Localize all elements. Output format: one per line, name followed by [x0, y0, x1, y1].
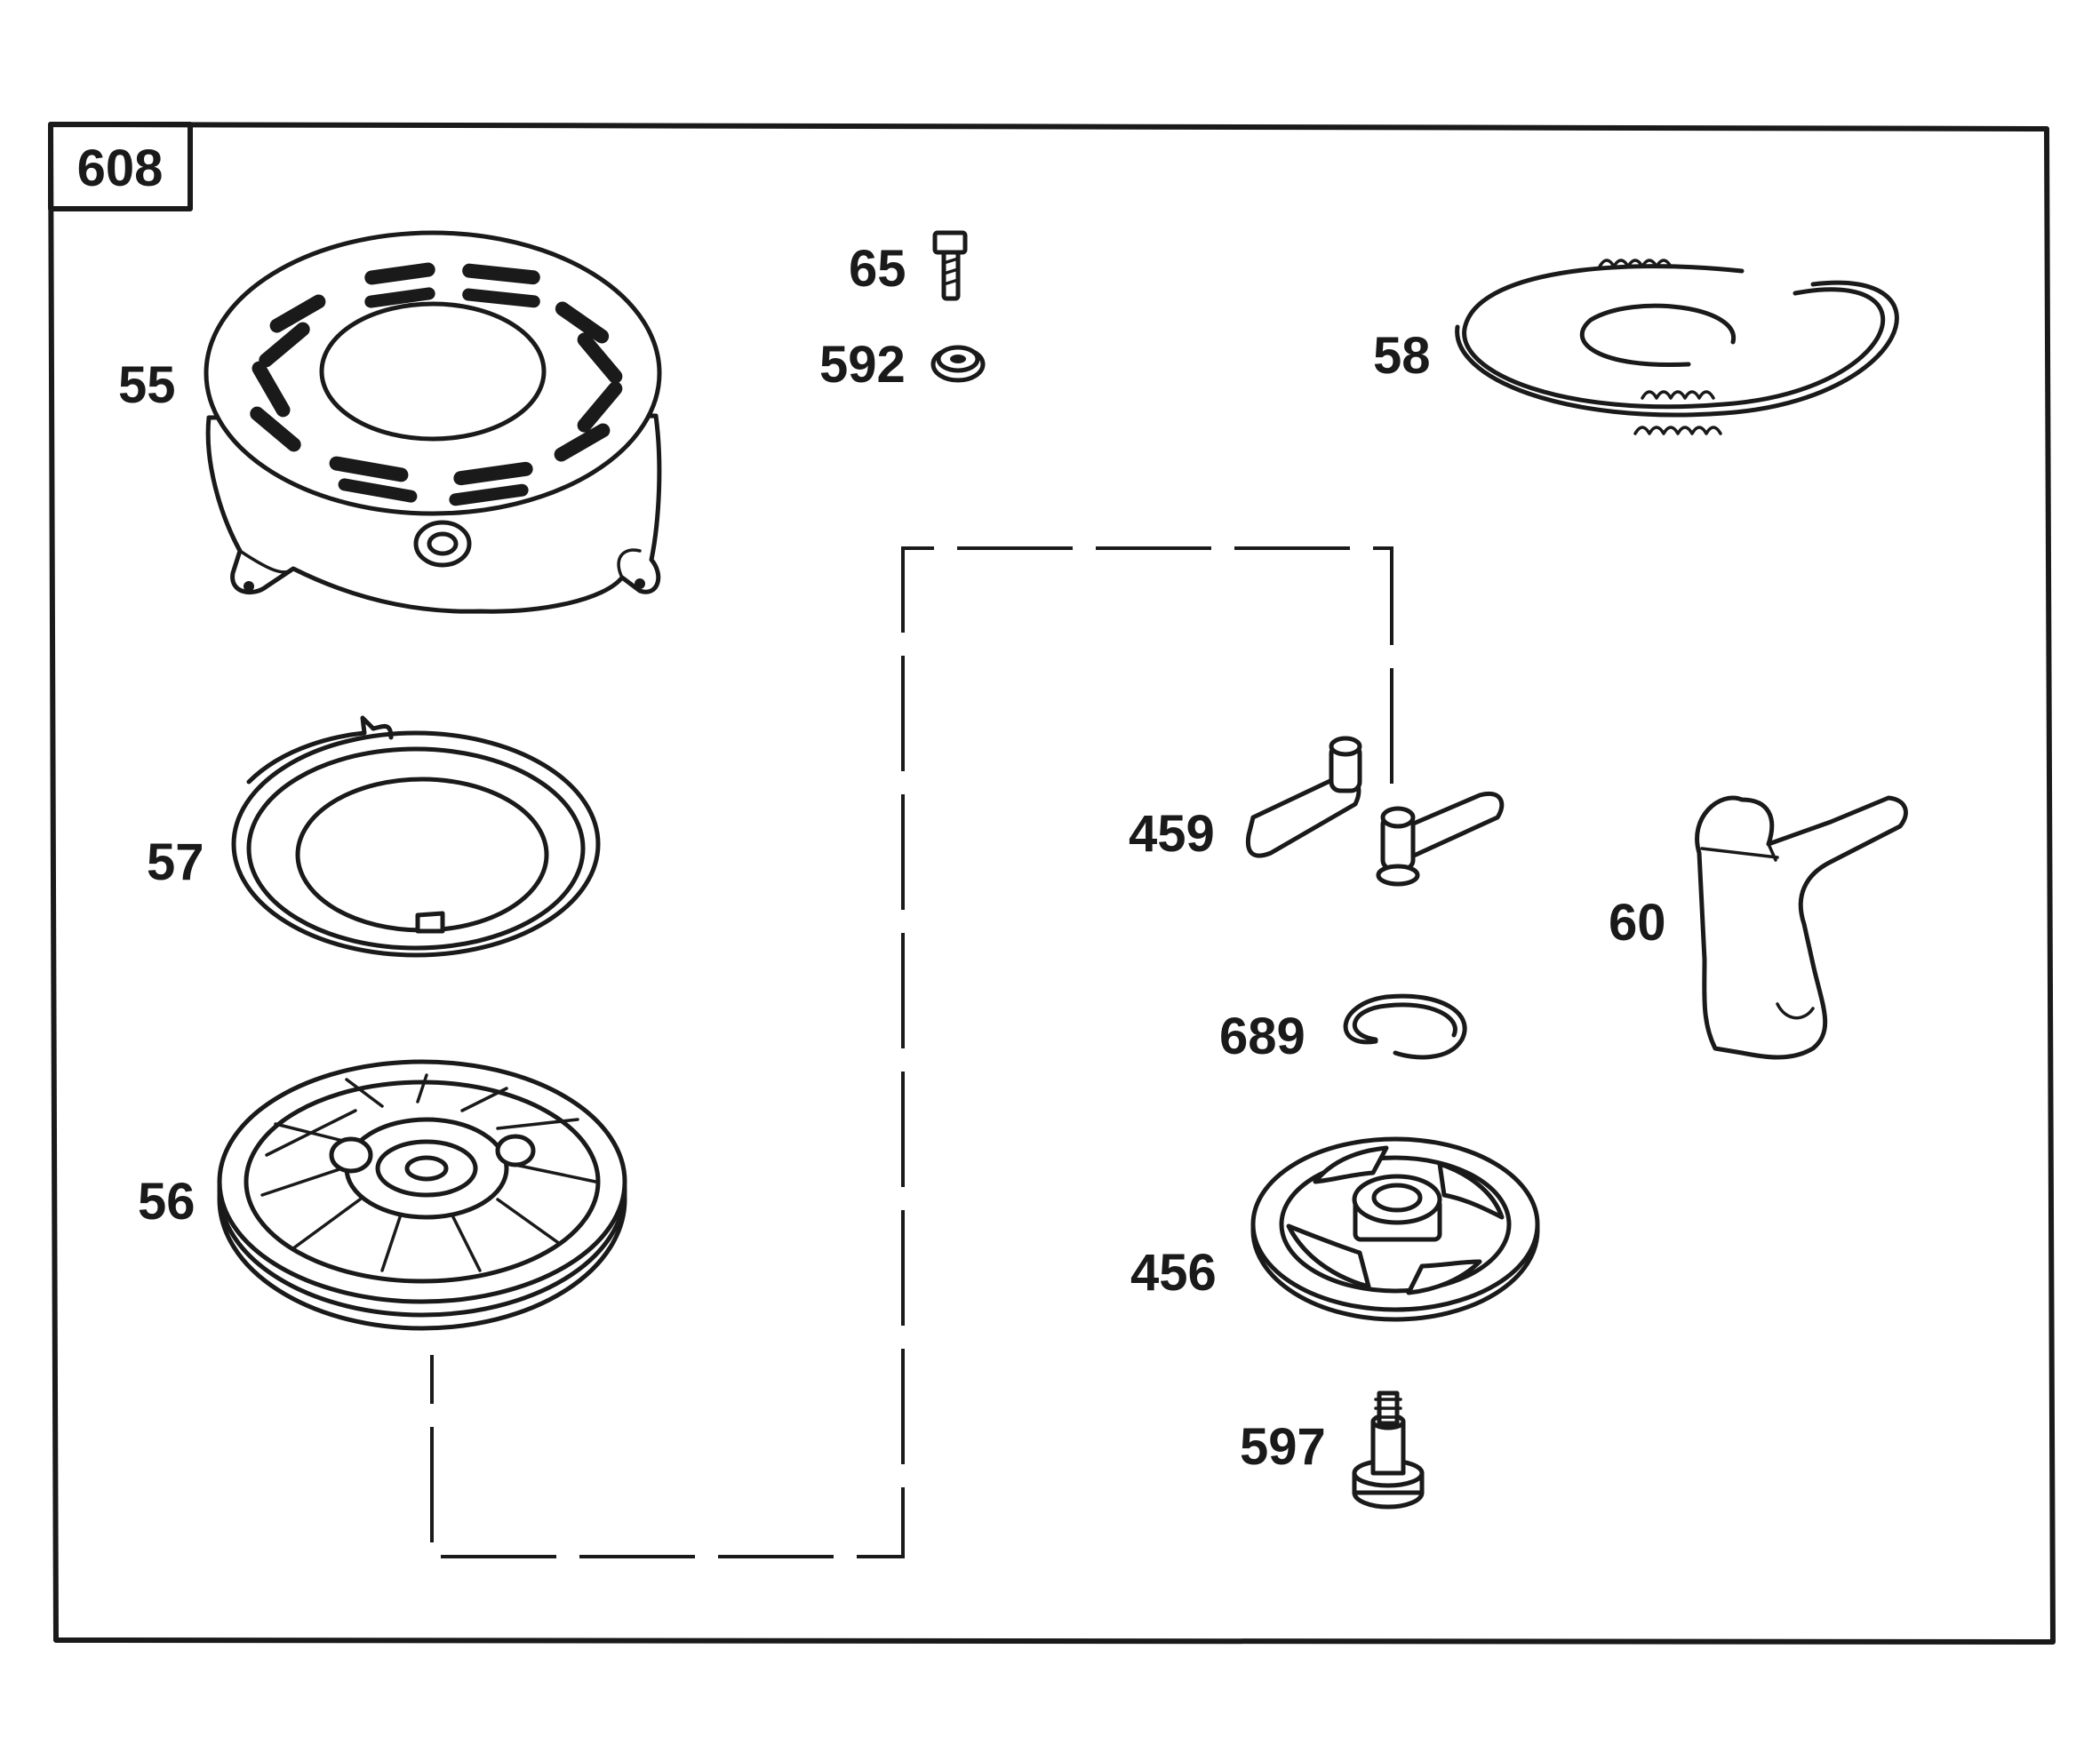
- starter-housing-55[interactable]: [204, 230, 662, 614]
- rewind-spring-57[interactable]: [231, 715, 601, 958]
- part-ref-60: 60: [1609, 894, 1666, 952]
- diagram-frame: [48, 122, 2056, 1645]
- starter-dogs-459[interactable]: [1245, 736, 1505, 887]
- group-number-box: 608: [48, 122, 193, 211]
- ratchet-screw-597[interactable]: [1352, 1390, 1425, 1510]
- part-ref-456: 456: [1130, 1244, 1217, 1302]
- screw-65[interactable]: [932, 230, 968, 301]
- starter-handle-60[interactable]: [1695, 795, 1908, 1060]
- part-ref-592: 592: [819, 336, 906, 394]
- part-ref-689: 689: [1219, 1008, 1306, 1065]
- part-ref-459: 459: [1129, 805, 1215, 863]
- group-number: 608: [77, 139, 164, 197]
- retainer-ring-689[interactable]: [1343, 993, 1467, 1060]
- part-ref-56: 56: [138, 1173, 196, 1231]
- part-ref-55: 55: [118, 356, 176, 414]
- nut-592[interactable]: [930, 345, 986, 383]
- ratchet-456[interactable]: [1250, 1136, 1540, 1322]
- part-ref-58: 58: [1373, 327, 1431, 385]
- starter-rope-58[interactable]: [1455, 259, 1899, 435]
- part-ref-57: 57: [147, 833, 204, 891]
- part-ref-597: 597: [1240, 1418, 1326, 1476]
- pulley-56[interactable]: [217, 1059, 627, 1331]
- part-ref-65: 65: [849, 240, 906, 298]
- assembly-connector-line: [430, 546, 1393, 1558]
